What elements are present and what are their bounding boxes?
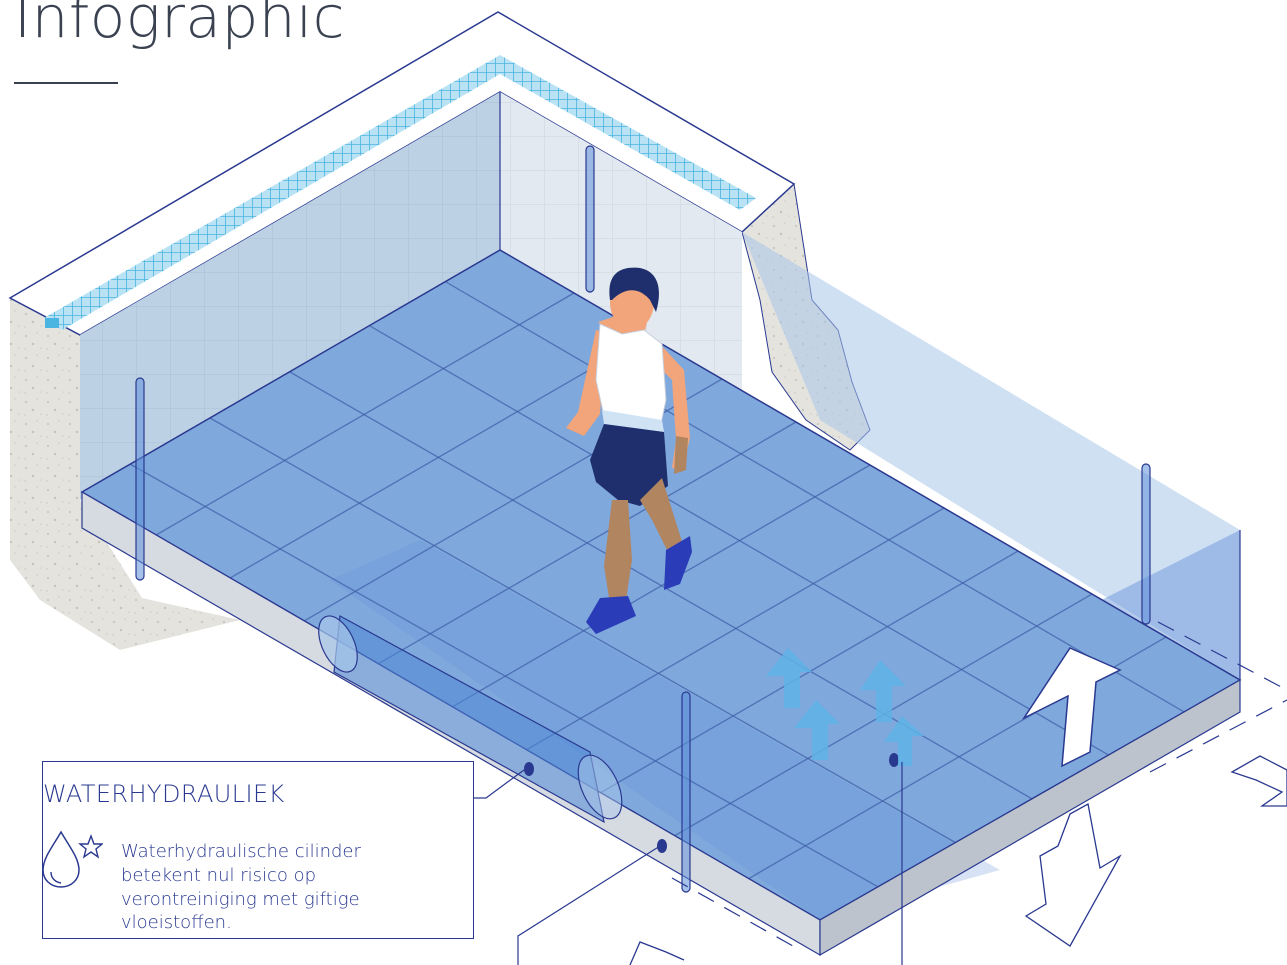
pool-walls [80,92,742,500]
callout-leaders [474,762,903,965]
dashed-guides [671,621,1287,951]
water-drop-star-icon [43,830,103,888]
callout-body: Waterhydraulische cilinder betekent nul … [121,841,361,934]
support-rods [135,145,1151,893]
big-up-arrow-icon [1021,647,1122,768]
walking-person-figure [566,267,692,634]
title-underline [14,82,118,84]
page-title: Infographic [14,0,346,51]
outline-arrows [629,755,1287,965]
lift-arrows [766,648,924,766]
callout-title: WATERHYDRAULIEK [43,780,285,808]
hydraulic-cylinder [318,615,899,853]
waterhydrauliek-callout: WATERHYDRAULIEK Waterhydraulische cilind… [42,761,474,939]
